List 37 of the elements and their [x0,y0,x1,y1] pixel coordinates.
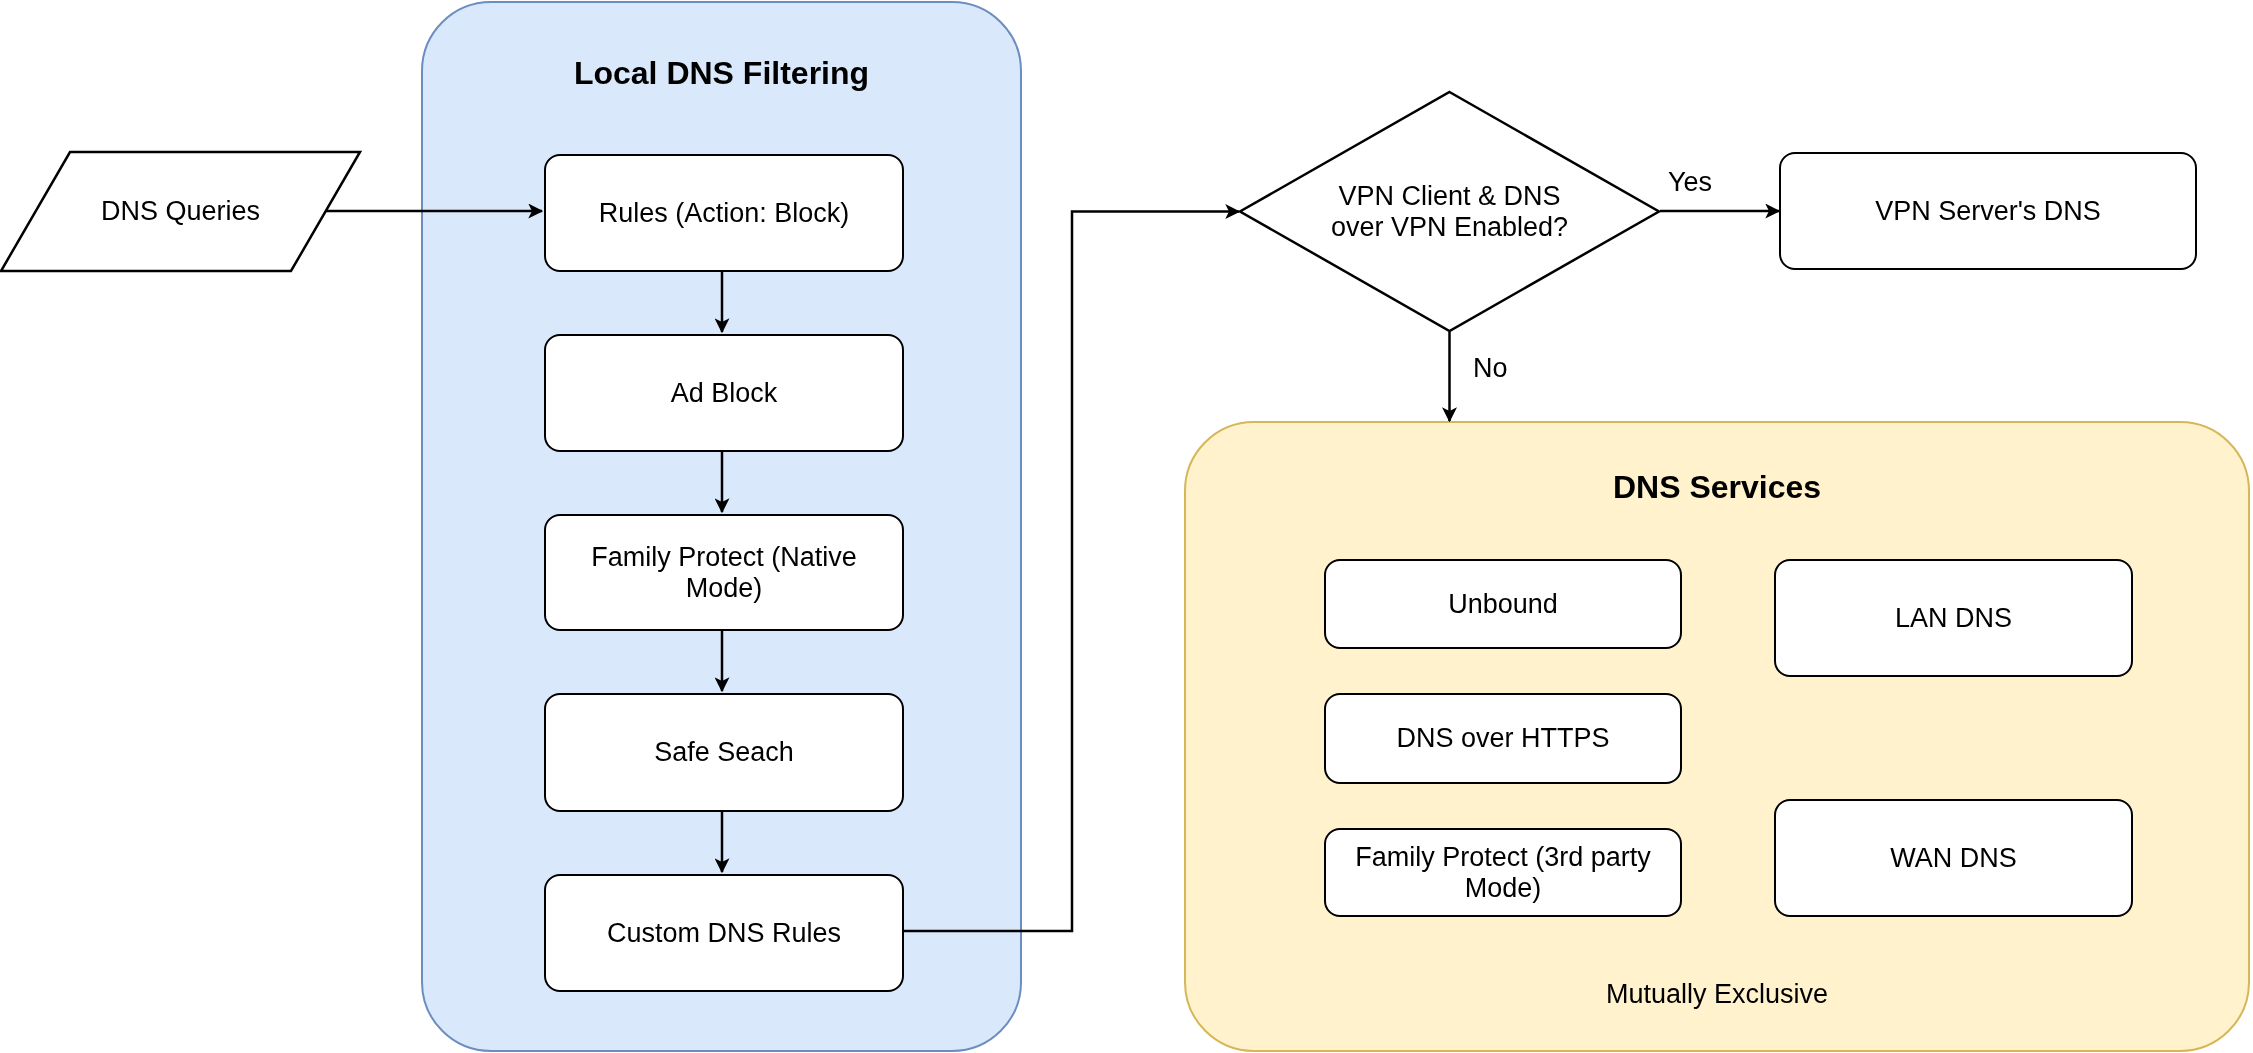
group-title: Local DNS Filtering [572,55,871,92]
process-box [1774,799,2133,917]
process-box [544,334,904,452]
process-box [544,874,904,992]
process-box [1324,693,1682,784]
group-note: Mutually Exclusive [1604,979,1830,1010]
node-label: Custom DNS Rules [606,917,842,949]
group-panel [421,1,1022,1052]
node-label: WAN DNS [1890,842,2017,874]
node-label: Rules (Action: Block) [598,197,850,229]
process-box [544,514,904,631]
arrow [1442,332,1457,423]
process-box [1324,559,1682,649]
arrow [326,203,544,219]
process-box [1779,152,2197,270]
group-panel [1184,421,2250,1052]
process-box [1774,559,2133,677]
node-label: Ad Block [670,377,778,409]
node-label: Family Protect (3rd party Mode) [1354,841,1652,904]
node-label: DNS over HTTPS [1396,723,1610,754]
group-title: DNS Services [1611,469,1823,506]
arrow [714,270,730,334]
process-box [1324,828,1682,917]
process-box [544,693,904,812]
node-label: VPN Client & DNS over VPN Enabled? [1329,180,1570,243]
arrow [714,450,730,514]
arrow [902,204,1241,933]
node-label: Safe Seach [654,737,794,768]
node-label: Unbound [1448,588,1558,620]
arrow [714,629,730,693]
node-label: Family Protect (Native Mode) [590,541,858,604]
node-label: DNS Queries [100,196,260,227]
process-box [544,154,904,272]
arrow [714,810,730,874]
node-label: VPN Server's DNS [1875,195,2101,227]
arrow [1660,203,1781,219]
node-label: LAN DNS [1895,602,2012,634]
